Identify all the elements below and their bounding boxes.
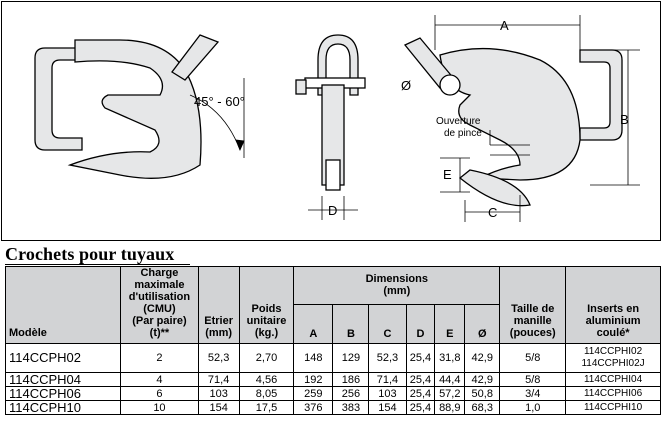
cell-model: 114CCPH04 xyxy=(4,372,122,387)
shackle-dim-d xyxy=(308,196,358,220)
cell-etrier: 154 xyxy=(197,400,240,415)
cell-b: 129 xyxy=(332,343,370,373)
cell-a: 259 xyxy=(293,386,334,401)
cell-a: 148 xyxy=(293,343,334,373)
hook-dimensioned-view xyxy=(403,37,623,207)
header-dim-b: B xyxy=(332,303,370,345)
cell-model: 114CCPH10 xyxy=(4,400,122,415)
cell-b: 256 xyxy=(332,386,370,401)
table-row: 114CCPH02 2 52,3 2,70 148 129 52,3 25,4 … xyxy=(4,343,661,373)
cell-poids: 2,70 xyxy=(238,343,295,373)
cell-manille: 1,0 xyxy=(499,400,567,415)
header-dim-d: D xyxy=(405,303,436,345)
cell-c: 71,4 xyxy=(368,372,407,387)
cell-e: 44,4 xyxy=(434,372,466,387)
header-dim-c: C xyxy=(368,303,407,345)
cell-cmu: 2 xyxy=(120,343,199,373)
angle-guide xyxy=(189,78,245,158)
cell-poids: 4,56 xyxy=(238,372,295,387)
header-dim-a: A xyxy=(293,303,334,345)
dim-label-a: A xyxy=(500,18,509,33)
cell-d: 25,4 xyxy=(405,400,436,415)
cell-e: 57,2 xyxy=(434,386,466,401)
header-etrier: Etrier(mm) xyxy=(197,266,240,344)
cell-a: 192 xyxy=(293,372,334,387)
cell-c: 52,3 xyxy=(368,343,407,373)
cell-diameter: 42,9 xyxy=(464,343,501,373)
cell-manille: 5/8 xyxy=(499,343,567,373)
table-row: 114CCPH10 10 154 17,5 376 383 154 25,4 8… xyxy=(4,400,661,415)
cell-e: 31,8 xyxy=(434,343,466,373)
hook-side-view xyxy=(34,34,220,179)
cell-c: 103 xyxy=(368,386,407,401)
cell-etrier: 52,3 xyxy=(197,343,240,373)
header-dim-diameter: Ø xyxy=(464,303,501,345)
cell-etrier: 71,4 xyxy=(197,372,240,387)
cell-c: 154 xyxy=(368,400,407,415)
opening-label-line1: Ouverture xyxy=(436,116,481,127)
dim-label-diameter: Ø xyxy=(401,78,411,93)
dim-label-c: C xyxy=(488,205,497,220)
header-dim-e: E xyxy=(434,303,466,345)
dim-label-e: E xyxy=(443,167,452,182)
cell-diameter: 42,9 xyxy=(464,372,501,387)
cell-d: 25,4 xyxy=(405,386,436,401)
header-dimensions: Dimensions(mm) xyxy=(293,266,501,305)
cell-manille: 5/8 xyxy=(499,372,567,387)
cell-cmu: 6 xyxy=(120,386,199,401)
cell-model: 114CCPH06 xyxy=(4,386,122,401)
cell-a: 376 xyxy=(293,400,334,415)
cell-poids: 8,05 xyxy=(238,386,295,401)
cell-model: 114CCPH02 xyxy=(4,343,122,373)
cell-d: 25,4 xyxy=(405,343,436,373)
cell-etrier: 103 xyxy=(197,386,240,401)
cell-cmu: 10 xyxy=(120,400,199,415)
cell-poids: 17,5 xyxy=(238,400,295,415)
table-row: 114CCPH04 4 71,4 4,56 192 186 71,4 25,4 … xyxy=(4,372,661,387)
title-rule xyxy=(5,264,190,265)
shackle-front-view xyxy=(295,34,366,191)
cell-manille: 3/4 xyxy=(499,386,567,401)
hook-dimension-lines xyxy=(434,15,640,222)
cell-b: 186 xyxy=(332,372,370,387)
table-row: 114CCPH06 6 103 8,05 259 256 103 25,4 57… xyxy=(4,386,661,401)
cell-cmu: 4 xyxy=(120,372,199,387)
shackle-label-d: D xyxy=(328,203,337,218)
diagram-frame xyxy=(1,1,661,241)
dim-label-b: B xyxy=(620,112,629,127)
cell-inserts: 114CCPHI04 xyxy=(565,372,661,387)
section-title: Crochets pour tuyaux xyxy=(5,244,175,264)
cell-d: 25,4 xyxy=(405,372,436,387)
pipe-hook-diagram: 45° - 60° D A B C xyxy=(1,1,661,241)
angle-label: 45° - 60° xyxy=(194,94,245,109)
cell-inserts: 114CCPHI06 xyxy=(565,386,661,401)
cell-b: 383 xyxy=(332,400,370,415)
opening-label-line2: de pince xyxy=(444,128,482,139)
cell-e: 88,9 xyxy=(434,400,466,415)
cell-diameter: 50,8 xyxy=(464,386,501,401)
cell-inserts: 114CCPHI10 xyxy=(565,400,661,415)
header-model: Modèle xyxy=(4,266,122,344)
cell-diameter: 68,3 xyxy=(464,400,501,415)
